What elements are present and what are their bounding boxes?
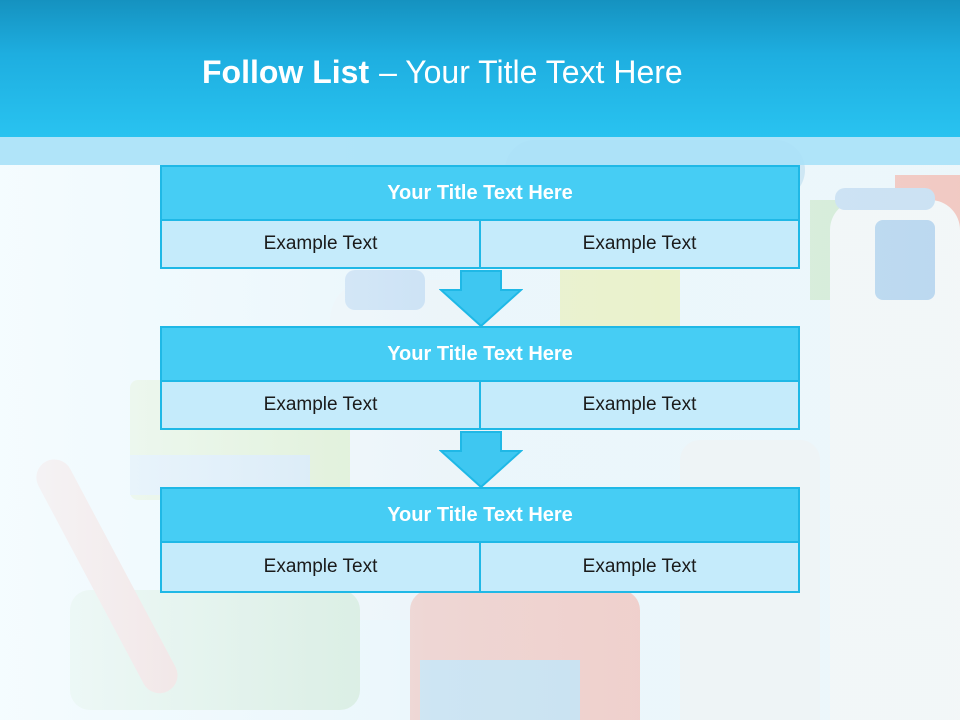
step-cell-right[interactable]: Example Text xyxy=(481,382,800,430)
step-title[interactable]: Your Title Text Here xyxy=(160,165,800,221)
step-cell-left[interactable]: Example Text xyxy=(160,543,481,593)
step-box-3[interactable]: Your Title Text Here Example Text Exampl… xyxy=(160,487,800,593)
step-cell-left[interactable]: Example Text xyxy=(160,221,481,269)
step-cell-right[interactable]: Example Text xyxy=(481,543,800,593)
step-title[interactable]: Your Title Text Here xyxy=(160,487,800,543)
step-title[interactable]: Your Title Text Here xyxy=(160,326,800,382)
step-cell-left[interactable]: Example Text xyxy=(160,382,481,430)
down-arrow-icon xyxy=(439,270,523,328)
down-arrow-icon xyxy=(439,431,523,489)
step-box-2[interactable]: Your Title Text Here Example Text Exampl… xyxy=(160,326,800,430)
header-subbar xyxy=(0,137,960,165)
step-row: Example Text Example Text xyxy=(160,382,800,430)
step-row: Example Text Example Text xyxy=(160,221,800,269)
title-rest: – Your Title Text Here xyxy=(379,54,683,90)
step-box-1[interactable]: Your Title Text Here Example Text Exampl… xyxy=(160,165,800,269)
slide-title[interactable]: Follow List– Your Title Text Here xyxy=(202,54,683,91)
step-row: Example Text Example Text xyxy=(160,543,800,593)
header-bar xyxy=(0,0,960,137)
step-cell-right[interactable]: Example Text xyxy=(481,221,800,269)
title-bold: Follow List xyxy=(202,54,370,90)
